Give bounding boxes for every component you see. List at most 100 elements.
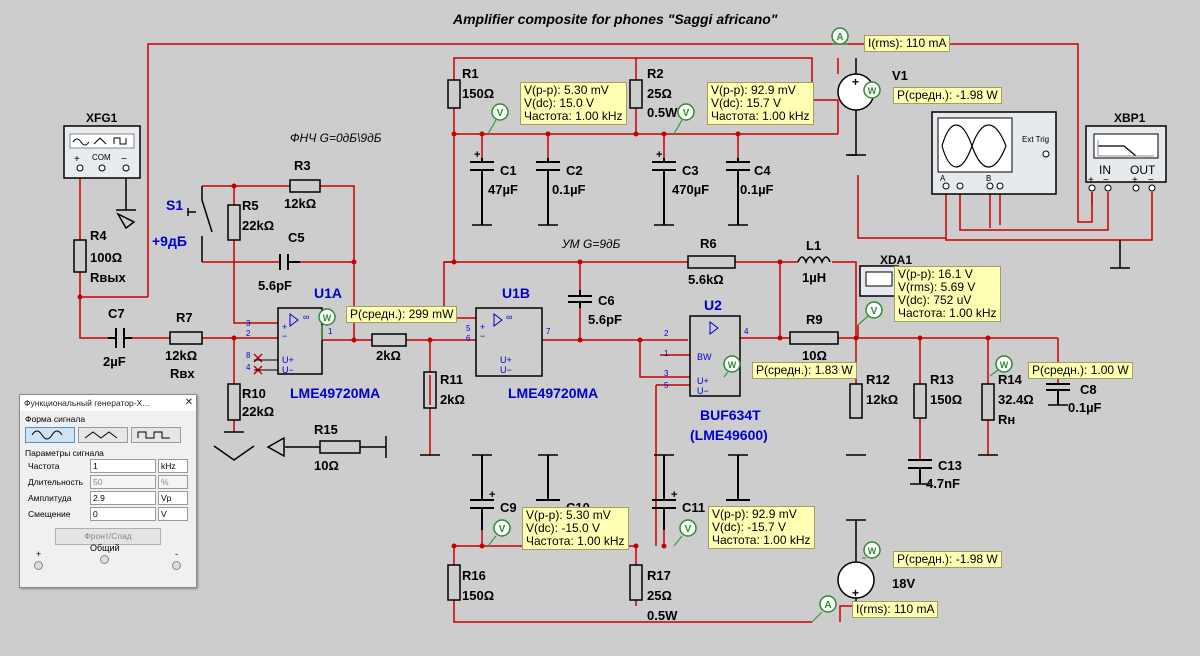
amplitude-unit-select[interactable]: Vp [158, 491, 188, 505]
probe-current-bottom: I(rms): 110 mA [852, 601, 939, 618]
svg-text:+: + [489, 489, 495, 501]
c3-name: C3 [682, 163, 699, 178]
offset-input[interactable]: 0 [90, 507, 156, 521]
triangle-wave-button[interactable] [78, 427, 128, 443]
param-label: Длительность [28, 477, 84, 487]
terminal-minus[interactable]: - [172, 549, 181, 570]
c7-name: C7 [108, 306, 125, 321]
square-wave-button[interactable] [131, 427, 181, 443]
sine-wave-button[interactable] [25, 427, 75, 443]
c7-value: 2µF [103, 354, 126, 369]
v2-value: 18V [892, 576, 915, 591]
c13-name: C13 [938, 458, 962, 473]
probe-current-top: I(rms): 110 mA [864, 35, 951, 52]
svg-text:+: + [1088, 175, 1094, 186]
terminal-minus-label: - [175, 549, 178, 559]
svg-text:7: 7 [546, 327, 551, 336]
param-duty-cycle: Длительность 50 % [20, 474, 196, 490]
amplitude-input[interactable]: 2.9 [90, 491, 156, 505]
duty-cycle-unit: % [158, 475, 188, 489]
r7-name: R7 [176, 310, 193, 325]
terminal-plus[interactable]: + [34, 549, 43, 570]
svg-text:5: 5 [664, 381, 669, 390]
svg-text:+: + [282, 322, 287, 332]
um-annotation: УМ G=9дБ [561, 237, 621, 251]
svg-text:+: + [1132, 175, 1138, 186]
xfg1-com: COM [92, 153, 111, 162]
c9-name: C9 [500, 500, 517, 515]
duty-cycle-input: 50 [90, 475, 156, 489]
probe-power-u2: P(средн.): 1.83 W [752, 362, 857, 379]
offset-unit-select[interactable]: V [158, 507, 188, 521]
capacitors [108, 158, 1070, 530]
r13-name: R13 [930, 372, 954, 387]
square-wave-icon [137, 431, 170, 439]
component-labels: R1 150Ω R2 25Ω 0.5W C1 47µF C2 0.1µF C3 … [90, 66, 1102, 623]
svg-text:∞: ∞ [303, 312, 309, 322]
close-icon[interactable]: ✕ [184, 397, 193, 408]
v1-name: V1 [892, 68, 908, 83]
frequency-input[interactable]: 1 [90, 459, 156, 473]
svg-text:U−: U− [697, 386, 709, 396]
terminal-common[interactable]: Общий [90, 543, 120, 564]
params-section-label: Параметры сигнала [25, 448, 104, 458]
xda1-analyzer [859, 265, 899, 297]
r15-value: 10Ω [314, 458, 339, 473]
param-frequency: Частота 1 kHz [20, 458, 196, 474]
r17-value: 25Ω [647, 588, 672, 603]
xfg1-instrument: + − [63, 125, 141, 179]
r3-name: R3 [294, 158, 311, 173]
r12-name: R12 [866, 372, 890, 387]
l1-name: L1 [806, 238, 821, 253]
c8-name: C8 [1080, 382, 1097, 397]
svg-text:U−: U− [500, 365, 512, 375]
r16-name: R16 [462, 568, 486, 583]
switch-s1 [187, 186, 213, 262]
c4-name: C4 [754, 163, 771, 178]
r3-value: 12kΩ [284, 196, 316, 211]
r17-name: R17 [647, 568, 671, 583]
xbp1-label: XBP1 [1114, 111, 1146, 125]
c11-name: C11 [682, 500, 705, 515]
terminal-plus-label: + [35, 549, 42, 559]
inductor-l1 [797, 256, 831, 265]
r13-value: 150Ω [930, 392, 962, 407]
dialog-titlebar[interactable]: Функциональный генератор-X... ✕ [20, 395, 196, 411]
svg-text:U−: U− [282, 365, 294, 375]
c1-name: C1 [500, 163, 517, 178]
terminal-common-icon [100, 555, 110, 564]
dialog-title: Функциональный генератор-X... [24, 398, 150, 408]
frequency-unit-select[interactable]: kHz [158, 459, 188, 473]
svg-text:+: + [656, 149, 662, 161]
r11-name: R11 [440, 372, 463, 387]
u1b-part: LME49720MA [508, 385, 598, 401]
r1-name: R1 [462, 66, 479, 81]
probe-power-v1: P(средн.): -1.98 W [893, 87, 1002, 104]
xsc1-b: B [986, 174, 991, 183]
svg-text:−: − [282, 331, 287, 341]
svg-text:+: + [852, 75, 859, 89]
r10-name: R10 [242, 386, 266, 401]
c2-name: C2 [566, 163, 583, 178]
s1-gain: +9дБ [152, 233, 187, 249]
terminal-plus-icon [34, 561, 43, 570]
param-label: Амплитуда [28, 493, 72, 503]
svg-text:+: + [74, 154, 80, 165]
u1a-part: LME49720MA [290, 385, 380, 401]
r1-value: 150Ω [462, 86, 494, 101]
u2-alt: (LME49600) [690, 427, 768, 443]
c4-value: 0.1µF [740, 182, 774, 197]
r2-value: 25Ω [647, 86, 672, 101]
u2-part: BUF634T [700, 407, 761, 423]
r11-value: 2kΩ [440, 392, 465, 407]
rise-fall-button: Фронт/Спад [55, 528, 161, 545]
svg-text:−: − [1103, 175, 1109, 186]
param-label: Частота [28, 461, 60, 471]
function-generator-dialog[interactable]: Функциональный генератор-X... ✕ Форма си… [19, 394, 197, 588]
probe-power-u1: P(средн.): 299 mW [346, 306, 458, 323]
c8-value: 0.1µF [1068, 400, 1102, 415]
